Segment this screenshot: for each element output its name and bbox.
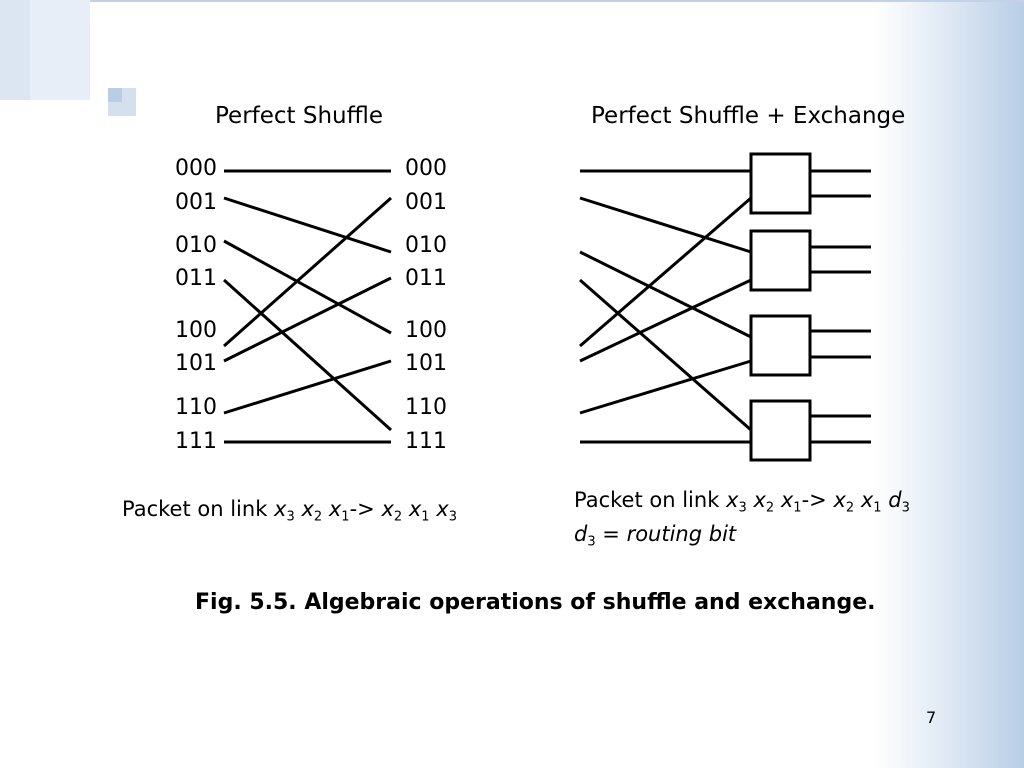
output-label: 011 — [405, 266, 447, 291]
wire — [579, 278, 752, 432]
wire — [223, 196, 392, 254]
input-label: 011 — [175, 266, 217, 291]
exchange-switch — [749, 399, 812, 462]
figure-caption: Fig. 5.5. Algebraic operations of shuffl… — [195, 590, 876, 615]
wire — [579, 196, 752, 348]
shuffle-exchange-wires — [579, 169, 752, 444]
wire — [222, 278, 393, 432]
shuffle-exchange-caption: Packet on link x3 x2 x1-> x2 x1 d3 — [574, 488, 910, 516]
input-label: 000 — [175, 156, 217, 181]
wire — [579, 359, 752, 415]
input-label: 101 — [175, 351, 217, 376]
wire — [579, 278, 752, 363]
output-label: 000 — [405, 156, 447, 181]
exchange-switches — [749, 152, 812, 462]
output-label: 001 — [405, 190, 447, 215]
exchange-switch — [749, 314, 812, 377]
perfect-shuffle-title: Perfect Shuffle — [215, 103, 384, 129]
input-label: 001 — [175, 190, 217, 215]
decorative-block — [30, 0, 90, 100]
shuffle-exchange-title: Perfect Shuffle + Exchange — [591, 103, 906, 129]
background-gradient — [874, 0, 1024, 768]
output-label: 010 — [405, 233, 447, 258]
input-label: 010 — [175, 233, 217, 258]
routing-bit-note: d3 = routing bit — [574, 522, 737, 550]
perfect-shuffle-wires — [222, 169, 393, 444]
wire — [223, 359, 392, 415]
input-label: 111 — [175, 429, 217, 454]
output-wires — [810, 169, 871, 444]
decorative-square — [108, 88, 122, 102]
input-label: 110 — [175, 395, 217, 420]
wire — [579, 196, 752, 254]
output-label: 110 — [405, 395, 447, 420]
shuffle-caption: Packet on link x3 x2 x1-> x2 x1 x3 — [122, 497, 457, 525]
input-label: 100 — [175, 318, 217, 343]
exchange-switch — [749, 229, 812, 292]
wire — [223, 239, 392, 335]
wire — [579, 250, 752, 339]
page-number: 7 — [926, 708, 937, 727]
exchange-switch — [749, 152, 812, 215]
wire — [223, 196, 392, 348]
top-border-line — [0, 0, 1024, 2]
output-label: 111 — [405, 429, 447, 454]
wire — [223, 276, 392, 363]
output-label: 101 — [405, 351, 447, 376]
output-label: 100 — [405, 318, 447, 343]
